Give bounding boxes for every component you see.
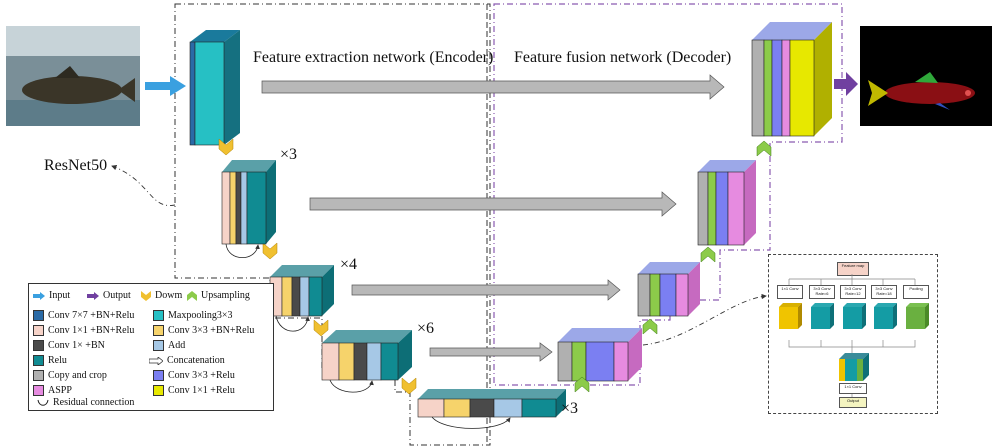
encoder-title: Feature extraction network (Encoder) <box>253 49 494 66</box>
legend-conv1bn: Conv 1× +BN <box>33 340 105 351</box>
aspp-output: Output <box>839 397 867 408</box>
down-arrow-4 <box>401 377 417 395</box>
up-arrow-3 <box>700 246 716 263</box>
decoder-block-3 <box>557 328 642 382</box>
aspp-feature-map: Feature map <box>837 262 869 276</box>
legend-residual: Residual connection <box>37 397 134 408</box>
encoder-block-1 <box>221 160 276 259</box>
concat-arrow-icon <box>149 356 163 365</box>
legend-conv1bnrelu: Conv 1×1 +BN+Relu <box>33 325 134 336</box>
legend-concat: Concatenation <box>149 355 225 366</box>
swatch-maxpool <box>153 310 164 321</box>
decoder-block-2 <box>637 262 700 317</box>
aspp-pointer <box>642 293 767 346</box>
decoder-title: Feature fusion network (Decoder) <box>514 49 732 66</box>
aspp-branch-pooling: Pooling <box>903 285 929 299</box>
down-arrow-1 <box>218 138 234 156</box>
swatch-conv1bn <box>33 340 44 351</box>
down-arrow-3 <box>313 319 329 337</box>
legend-upsampling: Upsampling <box>187 290 250 301</box>
swatch-conv7 <box>33 310 44 321</box>
up-arrow-1 <box>574 376 590 393</box>
legend: Input Output Dowm Upsampling Conv 7×7 +B… <box>28 283 274 411</box>
swatch-conv1bnrelu <box>33 325 44 336</box>
backbone-label: ResNet50 <box>44 157 108 174</box>
output-arrow-icon <box>87 291 99 300</box>
down-chevron-icon <box>141 290 151 301</box>
aspp-detail: Feature map 1×1 Conv 3×3 Conv Rate=6 3×3… <box>768 254 938 414</box>
input-arrow <box>145 76 186 96</box>
encoder-block-4 <box>417 389 566 429</box>
decoder-block-1 <box>697 160 756 246</box>
output-photo <box>860 26 992 126</box>
residual-curve-icon <box>37 399 49 406</box>
up-arrow-4 <box>756 140 772 157</box>
input-arrow-icon <box>33 291 45 300</box>
swatch-conv1relu <box>153 385 164 396</box>
legend-aspp: ASPP <box>33 385 72 396</box>
legend-conv3relu: Conv 3×3 +Relu <box>153 370 235 381</box>
input-photo <box>6 26 140 126</box>
swatch-conv3relu <box>153 370 164 381</box>
legend-conv3bnrelu: Conv 3×3 +BN+Relu <box>153 325 254 336</box>
swatch-add <box>153 340 164 351</box>
swatch-relu <box>33 355 44 366</box>
aspp-branch-1: 1×1 Conv <box>777 285 803 299</box>
legend-conv1relu: Conv 1×1 +Relu <box>153 385 235 396</box>
decoder-block-0 <box>751 22 832 137</box>
encoder-block-0 <box>189 30 240 146</box>
swatch-copycrop <box>33 370 44 381</box>
legend-output: Output <box>87 290 131 301</box>
legend-copycrop: Copy and crop <box>33 370 107 381</box>
down-arrow-2 <box>262 242 278 260</box>
encoder-block-2 <box>269 265 334 332</box>
aspp-branch-2: 3×3 Conv Rate=6 <box>809 285 835 299</box>
up-arrow-2 <box>642 318 658 335</box>
decoder-frame <box>493 3 843 386</box>
legend-down: Dowm <box>141 290 182 301</box>
legend-input: Input <box>33 290 70 301</box>
legend-maxpool: Maxpooling3×3 <box>153 310 233 321</box>
aspp-conv-out: 1×1 Conv <box>839 383 867 394</box>
stage2-multiplier: ×4 <box>340 256 358 273</box>
encoder-block-3 <box>321 330 412 393</box>
swatch-aspp <box>33 385 44 396</box>
skip-arrows <box>261 74 725 362</box>
stage3-multiplier: ×6 <box>417 320 435 337</box>
legend-conv7: Conv 7×7 +BN+Relu <box>33 310 134 321</box>
output-arrow <box>834 72 858 96</box>
aspp-connections <box>779 274 929 397</box>
stage1-multiplier: ×3 <box>280 146 298 163</box>
legend-relu: Relu <box>33 355 67 366</box>
stage4-multiplier: ×3 <box>561 400 579 417</box>
resnet-pointer <box>111 165 176 206</box>
aspp-branch-3: 3×3 Conv Rate=12 <box>840 285 866 299</box>
legend-add: Add <box>153 340 185 351</box>
up-chevron-icon <box>187 290 197 301</box>
swatch-conv3bnrelu <box>153 325 164 336</box>
aspp-branch-4: 3×3 Conv Rate=18 <box>871 285 897 299</box>
